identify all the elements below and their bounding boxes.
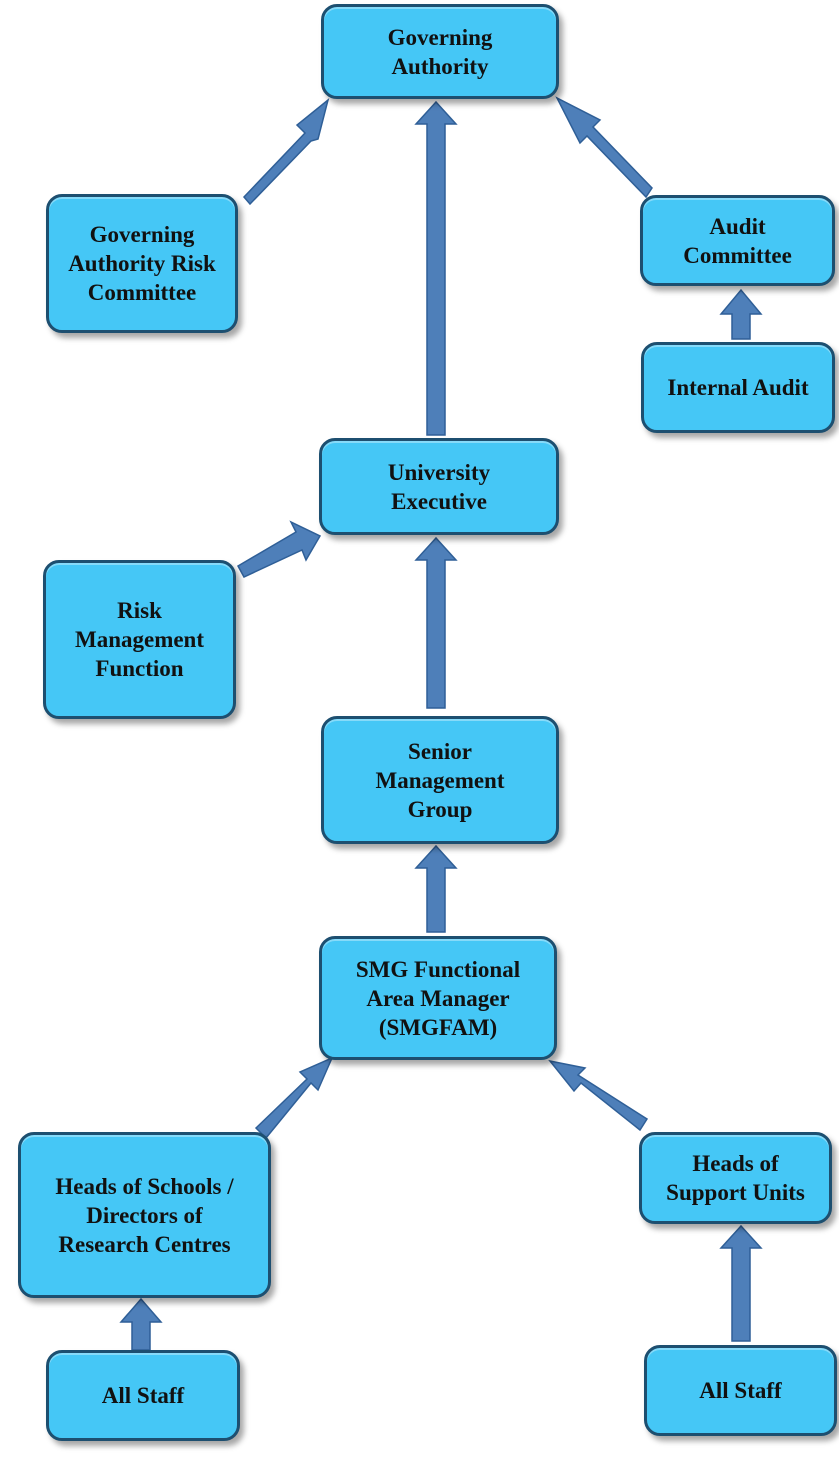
smgfam-box: SMG Functional Area Manager (SMGFAM) [319, 936, 557, 1060]
arrow-all-staff-left-to-heads-of-schools [119, 1297, 163, 1351]
all-staff-right-box: All Staff [644, 1345, 837, 1436]
risk-management-function-label: Risk Management Function [74, 598, 205, 681]
all-staff-right-label: All Staff [699, 1378, 782, 1403]
internal-audit-box: Internal Audit [641, 342, 835, 433]
ga-risk-committee-box: Governing Authority Risk Committee [46, 194, 238, 333]
arrow-smgfam-to-senior-management [414, 844, 458, 933]
governing-authority-box: Governing Authority [321, 4, 559, 99]
heads-of-support-units-box: Heads of Support Units [639, 1132, 832, 1224]
senior-management-group-label: Senior Management Group [375, 738, 505, 822]
audit-committee-label: Audit Committee [683, 213, 792, 268]
arrow-audit-committee-to-governing-authority [555, 96, 653, 199]
all-staff-left-label: All Staff [101, 1383, 185, 1408]
internal-audit-label: Internal Audit [667, 375, 809, 400]
heads-of-support-units-label: Heads of Support Units [666, 1151, 805, 1205]
governing-authority-label: Governing Authority [387, 24, 493, 79]
senior-management-group-box: Senior Management Group [321, 716, 559, 844]
audit-committee-box: Audit Committee [640, 195, 835, 286]
heads-of-schools-box: Heads of Schools / Directors of Research… [18, 1132, 271, 1298]
arrow-university-executive-to-governing-authority [414, 100, 458, 436]
all-staff-left-box: All Staff [46, 1350, 240, 1441]
arrow-internal-audit-to-audit-committee [719, 288, 763, 340]
university-executive-box: University Executive [319, 438, 559, 535]
arrow-ga-risk-committee-to-governing-authority [242, 97, 330, 206]
arrow-all-staff-right-to-heads-of-support-units [719, 1224, 763, 1342]
arrow-senior-management-to-university-executive [414, 536, 458, 709]
university-executive-label: University Executive [387, 459, 491, 514]
arrow-heads-of-support-units-to-smgfam [548, 1059, 649, 1132]
heads-of-schools-label: Heads of Schools / Directors of Research… [55, 1173, 234, 1257]
risk-management-function-box: Risk Management Function [43, 560, 236, 719]
smgfam-label: SMG Functional Area Manager (SMGFAM) [355, 956, 521, 1040]
arrow-heads-of-schools-to-smgfam [254, 1056, 334, 1140]
arrow-risk-management-to-university-executive [236, 520, 322, 578]
ga-risk-committee-label: Governing Authority Risk Committee [68, 222, 216, 305]
